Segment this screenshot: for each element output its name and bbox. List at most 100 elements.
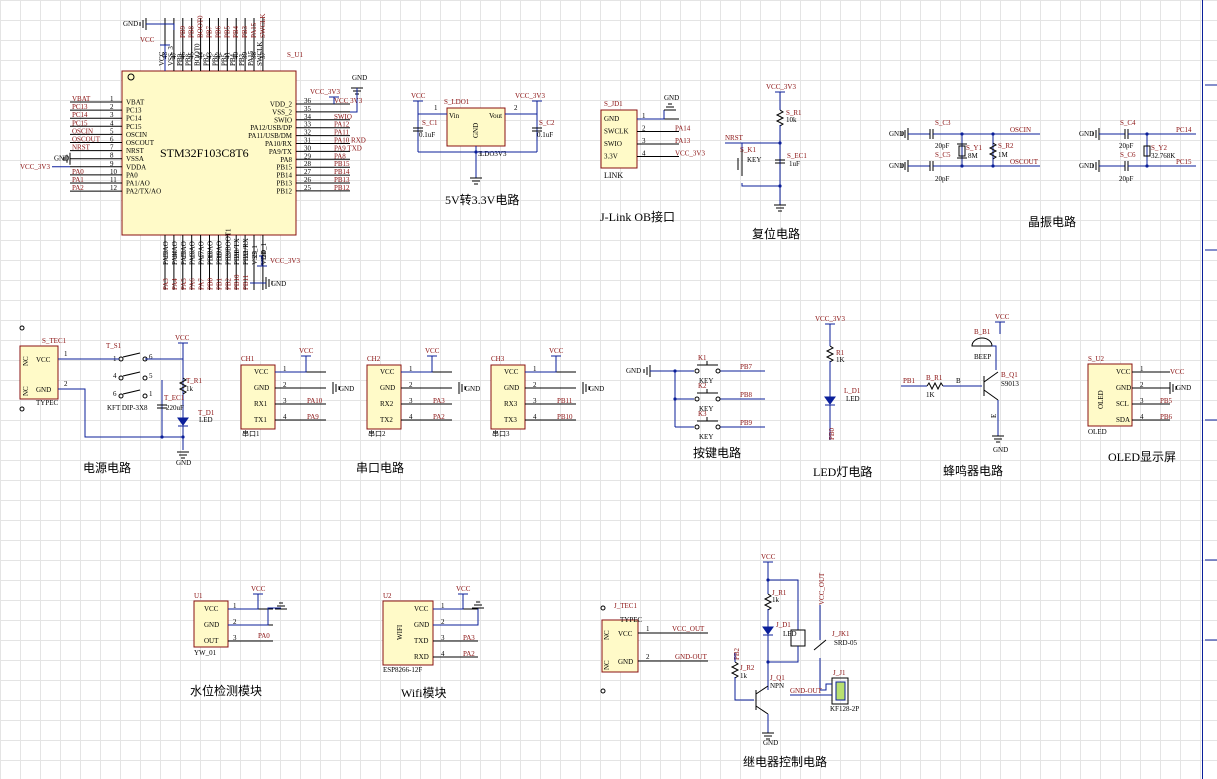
ldo-body <box>446 107 506 147</box>
terminal-value: KF128-2P <box>830 705 859 713</box>
gnd-label: GND <box>339 385 354 393</box>
net-label: OSCOUT <box>1010 158 1039 166</box>
ground-symbol <box>1169 382 1177 394</box>
key-contact <box>694 396 700 402</box>
net-label: PA2 <box>463 650 475 658</box>
pin-number: 33 <box>304 121 312 129</box>
pin-number: 14 <box>171 251 179 259</box>
pin-name: GND <box>618 658 633 666</box>
power-net-label: VCC_3V3 <box>270 257 300 265</box>
key-contact <box>715 424 721 430</box>
pin-name: VSS_1 <box>251 245 259 265</box>
net-label: VCC 3V3 <box>334 97 363 105</box>
pin-name: OUT <box>204 637 219 645</box>
section-title-power: 电源电路 <box>83 460 131 475</box>
pin-number: 3 <box>642 137 646 145</box>
pin-name: PA0 <box>126 171 138 179</box>
resistor-symbol <box>763 593 773 611</box>
res-ref: S_R2 <box>998 142 1014 150</box>
pin-name: PC14 <box>126 115 142 123</box>
xtal-ref: S_Y1 <box>966 144 982 152</box>
mcu-ref: S_U1 <box>287 51 303 59</box>
res-value: 1M <box>998 151 1009 159</box>
power-net-label: VCC_3V3 <box>515 92 545 100</box>
key-value: KEY <box>699 405 713 413</box>
jlink-pin-name: SWCLK <box>604 128 629 136</box>
pin-number: 3 <box>409 397 413 405</box>
wifi-body <box>382 600 434 666</box>
net-label: PA10 RXD <box>334 137 366 145</box>
jlink-body <box>600 109 638 169</box>
pin-name: PB11/RX <box>242 238 250 265</box>
junction <box>160 435 164 439</box>
pin-name: PA8 <box>280 156 292 164</box>
junction <box>960 164 964 168</box>
pin-number: 10 <box>110 168 118 176</box>
pin-name: VCC <box>36 356 51 364</box>
wire <box>433 608 479 626</box>
pin-number: 4 <box>283 413 287 421</box>
gnd-label: GND <box>1079 162 1094 170</box>
pin-number: 31 <box>304 137 312 145</box>
net-label: VCC_3V3 <box>675 150 705 158</box>
pin-number: 12 <box>110 184 118 192</box>
pin-number: 6 <box>149 353 153 361</box>
net-label: PB9 <box>179 25 187 38</box>
ground-symbol <box>762 732 774 740</box>
oled-pin-name: SDA <box>1116 416 1130 424</box>
net-label: PB5 <box>223 25 231 38</box>
uart-pin-name: VCC <box>380 368 395 376</box>
relay-ref: J_JK1 <box>832 630 850 638</box>
power-net-label: VCC <box>549 347 564 355</box>
net-label: PA2 <box>433 413 445 421</box>
cap-value: 20pF <box>935 175 950 183</box>
net-label: PB3 <box>241 25 249 38</box>
pin-number: 38 <box>250 52 258 60</box>
pin-number: 4 <box>1140 413 1144 421</box>
gnd-label: GND <box>465 385 480 393</box>
xtal-ref: S_Y2 <box>1151 144 1167 152</box>
power-net-label: VCC <box>140 36 155 44</box>
net-label: BOOT0 <box>197 15 205 38</box>
gnd-label: GND <box>271 280 286 288</box>
pin-number: 27 <box>304 168 312 176</box>
pin-number: 21 <box>233 251 241 259</box>
net-label: PB5 <box>1160 397 1173 405</box>
junction <box>673 369 677 373</box>
pin-number: 2 <box>283 381 287 389</box>
res-ref: B_R1 <box>926 374 943 382</box>
pin-name: VDD_2 <box>270 101 293 109</box>
net-label: PB0 <box>207 277 215 290</box>
net-label: PC13 <box>72 103 88 111</box>
wifi-ref: U2 <box>383 592 392 600</box>
ground-symbol <box>139 18 147 30</box>
mount-hole <box>19 406 25 412</box>
nc-label: NC <box>22 386 30 396</box>
terminal-fill <box>835 681 846 701</box>
typec-part: TYPEC <box>36 399 59 407</box>
net-label: PA4 <box>171 278 179 290</box>
switch-contact <box>118 356 124 362</box>
bjt-value: S9013 <box>1001 380 1019 388</box>
ground-symbol <box>458 382 466 394</box>
net-label: NRST <box>72 144 91 152</box>
wire <box>768 579 799 630</box>
net-label: PB2 <box>733 647 741 660</box>
ground-symbol <box>472 601 484 609</box>
cap-ref: S_C2 <box>539 119 555 127</box>
pin-name: PA1/AO <box>126 180 150 188</box>
res-ref: S_R1 <box>786 109 802 117</box>
ground-symbol <box>664 103 676 111</box>
pin-number: 3 <box>533 397 537 405</box>
pin-number: 4 <box>110 119 114 127</box>
buzzer-ref: B_B1 <box>974 328 991 336</box>
gnd-label: GND <box>54 155 69 163</box>
net-label: PA0 <box>258 632 270 640</box>
section-title-buzzer: 蜂鸣器电路 <box>943 463 1003 478</box>
pin-number: 1 <box>533 365 537 373</box>
net-label: PB11 <box>242 274 250 290</box>
led-ref: T_D1 <box>198 409 215 417</box>
net-label: PB8 <box>740 391 753 399</box>
pin-number: 46 <box>179 52 187 60</box>
led-symbol <box>177 417 189 426</box>
